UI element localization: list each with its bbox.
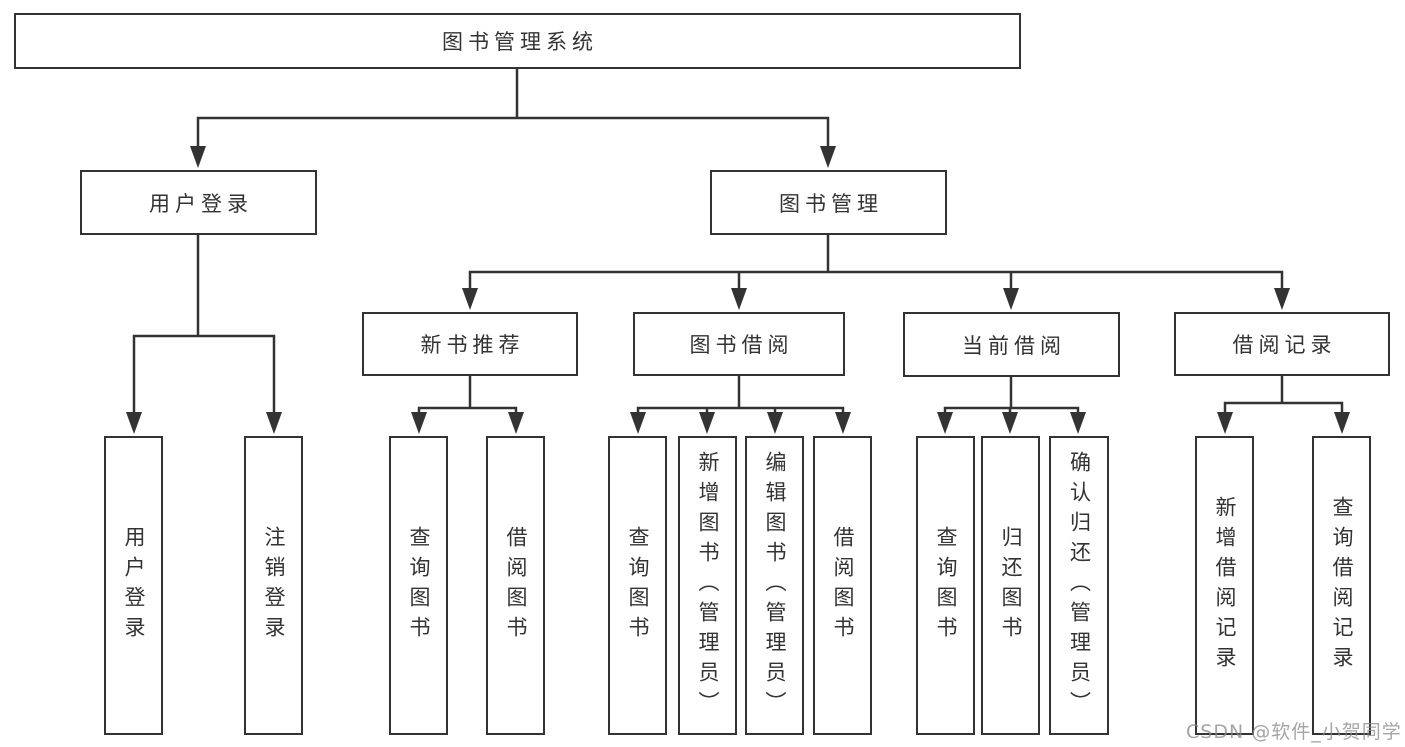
arrowhead-icons <box>126 146 1350 434</box>
leaf-confirm-return-admin: 确认归还（管理员） <box>1049 436 1109 735</box>
tree-branch-lines <box>132 67 1344 418</box>
leaf-confirm-return-admin-label: 确认归还（管理员） <box>1067 450 1092 721</box>
leaf-edit-book-admin: 编辑图书（管理员） <box>745 436 804 735</box>
node-book-borrowing: 图书借阅 <box>633 312 845 376</box>
leaf-logout: 注销登录 <box>244 436 303 735</box>
node-borrowing-records-label: 借阅记录 <box>1232 333 1337 357</box>
leaf-query-borrow-record-label: 查询借阅记录 <box>1330 495 1354 676</box>
node-book-management: 图书管理 <box>710 170 947 235</box>
leaf-query-books-recommend-label: 查询图书 <box>407 525 431 646</box>
node-user-login-label: 用户登录 <box>149 191 253 216</box>
leaf-edit-book-admin-label: 编辑图书（管理员） <box>763 450 787 721</box>
leaf-query-books-borrowing: 查询图书 <box>608 436 667 735</box>
leaf-add-borrow-record-label: 新增借阅记录 <box>1213 495 1237 676</box>
leaf-query-borrow-record: 查询借阅记录 <box>1312 436 1371 735</box>
node-new-book-recommendation: 新书推荐 <box>362 312 578 376</box>
leaf-query-books-borrowing-label: 查询图书 <box>626 525 650 646</box>
leaf-add-book-admin-label: 新增图书（管理员） <box>696 450 720 721</box>
leaf-borrow-books-borrowing-label: 借阅图书 <box>831 525 855 646</box>
csdn-watermark: CSDN @软件_小贺同学 <box>1186 721 1402 743</box>
node-user-login: 用户登录 <box>80 170 317 235</box>
leaf-query-books-current-label: 查询图书 <box>934 525 958 646</box>
node-current-borrowing: 当前借阅 <box>903 312 1120 377</box>
node-library-system: 图书管理系统 <box>14 13 1021 69</box>
leaf-borrow-books-recommend-label: 借阅图书 <box>504 525 528 646</box>
leaf-return-book: 归还图书 <box>981 436 1040 735</box>
leaf-user-login: 用户登录 <box>104 436 163 735</box>
node-library-system-label: 图书管理系统 <box>442 30 598 54</box>
leaf-user-login-label: 用户登录 <box>122 525 146 646</box>
node-borrowing-records: 借阅记录 <box>1174 312 1390 376</box>
leaf-return-book-label: 归还图书 <box>999 525 1023 646</box>
leaf-add-borrow-record: 新增借阅记录 <box>1195 436 1254 735</box>
node-current-borrowing-label: 当前借阅 <box>962 333 1066 358</box>
leaf-borrow-books-borrowing: 借阅图书 <box>813 436 872 735</box>
leaf-logout-label: 注销登录 <box>262 525 286 646</box>
leaf-query-books-recommend: 查询图书 <box>389 436 448 735</box>
leaf-query-books-current: 查询图书 <box>916 436 975 735</box>
leaf-borrow-books-recommend: 借阅图书 <box>486 436 545 735</box>
node-book-management-label: 图书管理 <box>779 191 883 216</box>
leaf-add-book-admin: 新增图书（管理员） <box>678 436 737 735</box>
node-new-book-recommendation-label: 新书推荐 <box>420 333 525 357</box>
node-book-borrowing-label: 图书借阅 <box>689 333 794 357</box>
